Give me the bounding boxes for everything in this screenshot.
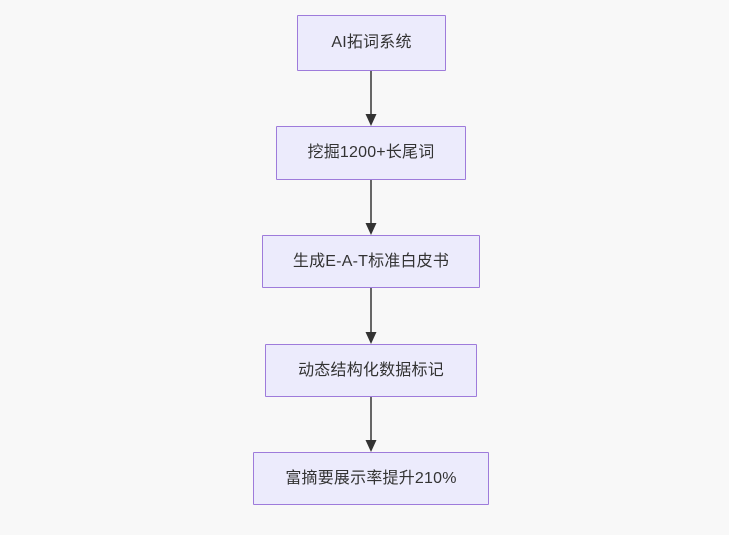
edge-arrowhead-icon: [365, 332, 377, 344]
edge-arrowhead-icon: [365, 440, 377, 452]
edge-arrowhead-icon: [365, 223, 377, 235]
node-label: 富摘要展示率提升210%: [285, 469, 457, 487]
flowchart-node-longtail-keywords[interactable]: 挖掘1200+长尾词: [276, 126, 466, 180]
edge-n2-n3: [365, 180, 377, 235]
node-label: 动态结构化数据标记: [298, 361, 444, 379]
node-label: 挖掘1200+长尾词: [307, 144, 435, 161]
edge-n4-n5: [365, 397, 377, 452]
flowchart-node-ai-keyword-system[interactable]: AI拓词系统: [297, 15, 446, 71]
flowchart-node-structured-data-markup[interactable]: 动态结构化数据标记: [265, 344, 477, 397]
flowchart-node-eat-whitepaper[interactable]: 生成E-A-T标准白皮书: [262, 235, 480, 288]
node-label: 生成E-A-T标准白皮书: [292, 252, 450, 270]
edge-arrowhead-icon: [365, 114, 377, 126]
edge-n1-n2: [365, 71, 377, 126]
node-label: AI拓词系统: [331, 34, 412, 51]
flowchart-node-rich-snippet-result[interactable]: 富摘要展示率提升210%: [253, 452, 489, 505]
edge-n3-n4: [365, 288, 377, 344]
